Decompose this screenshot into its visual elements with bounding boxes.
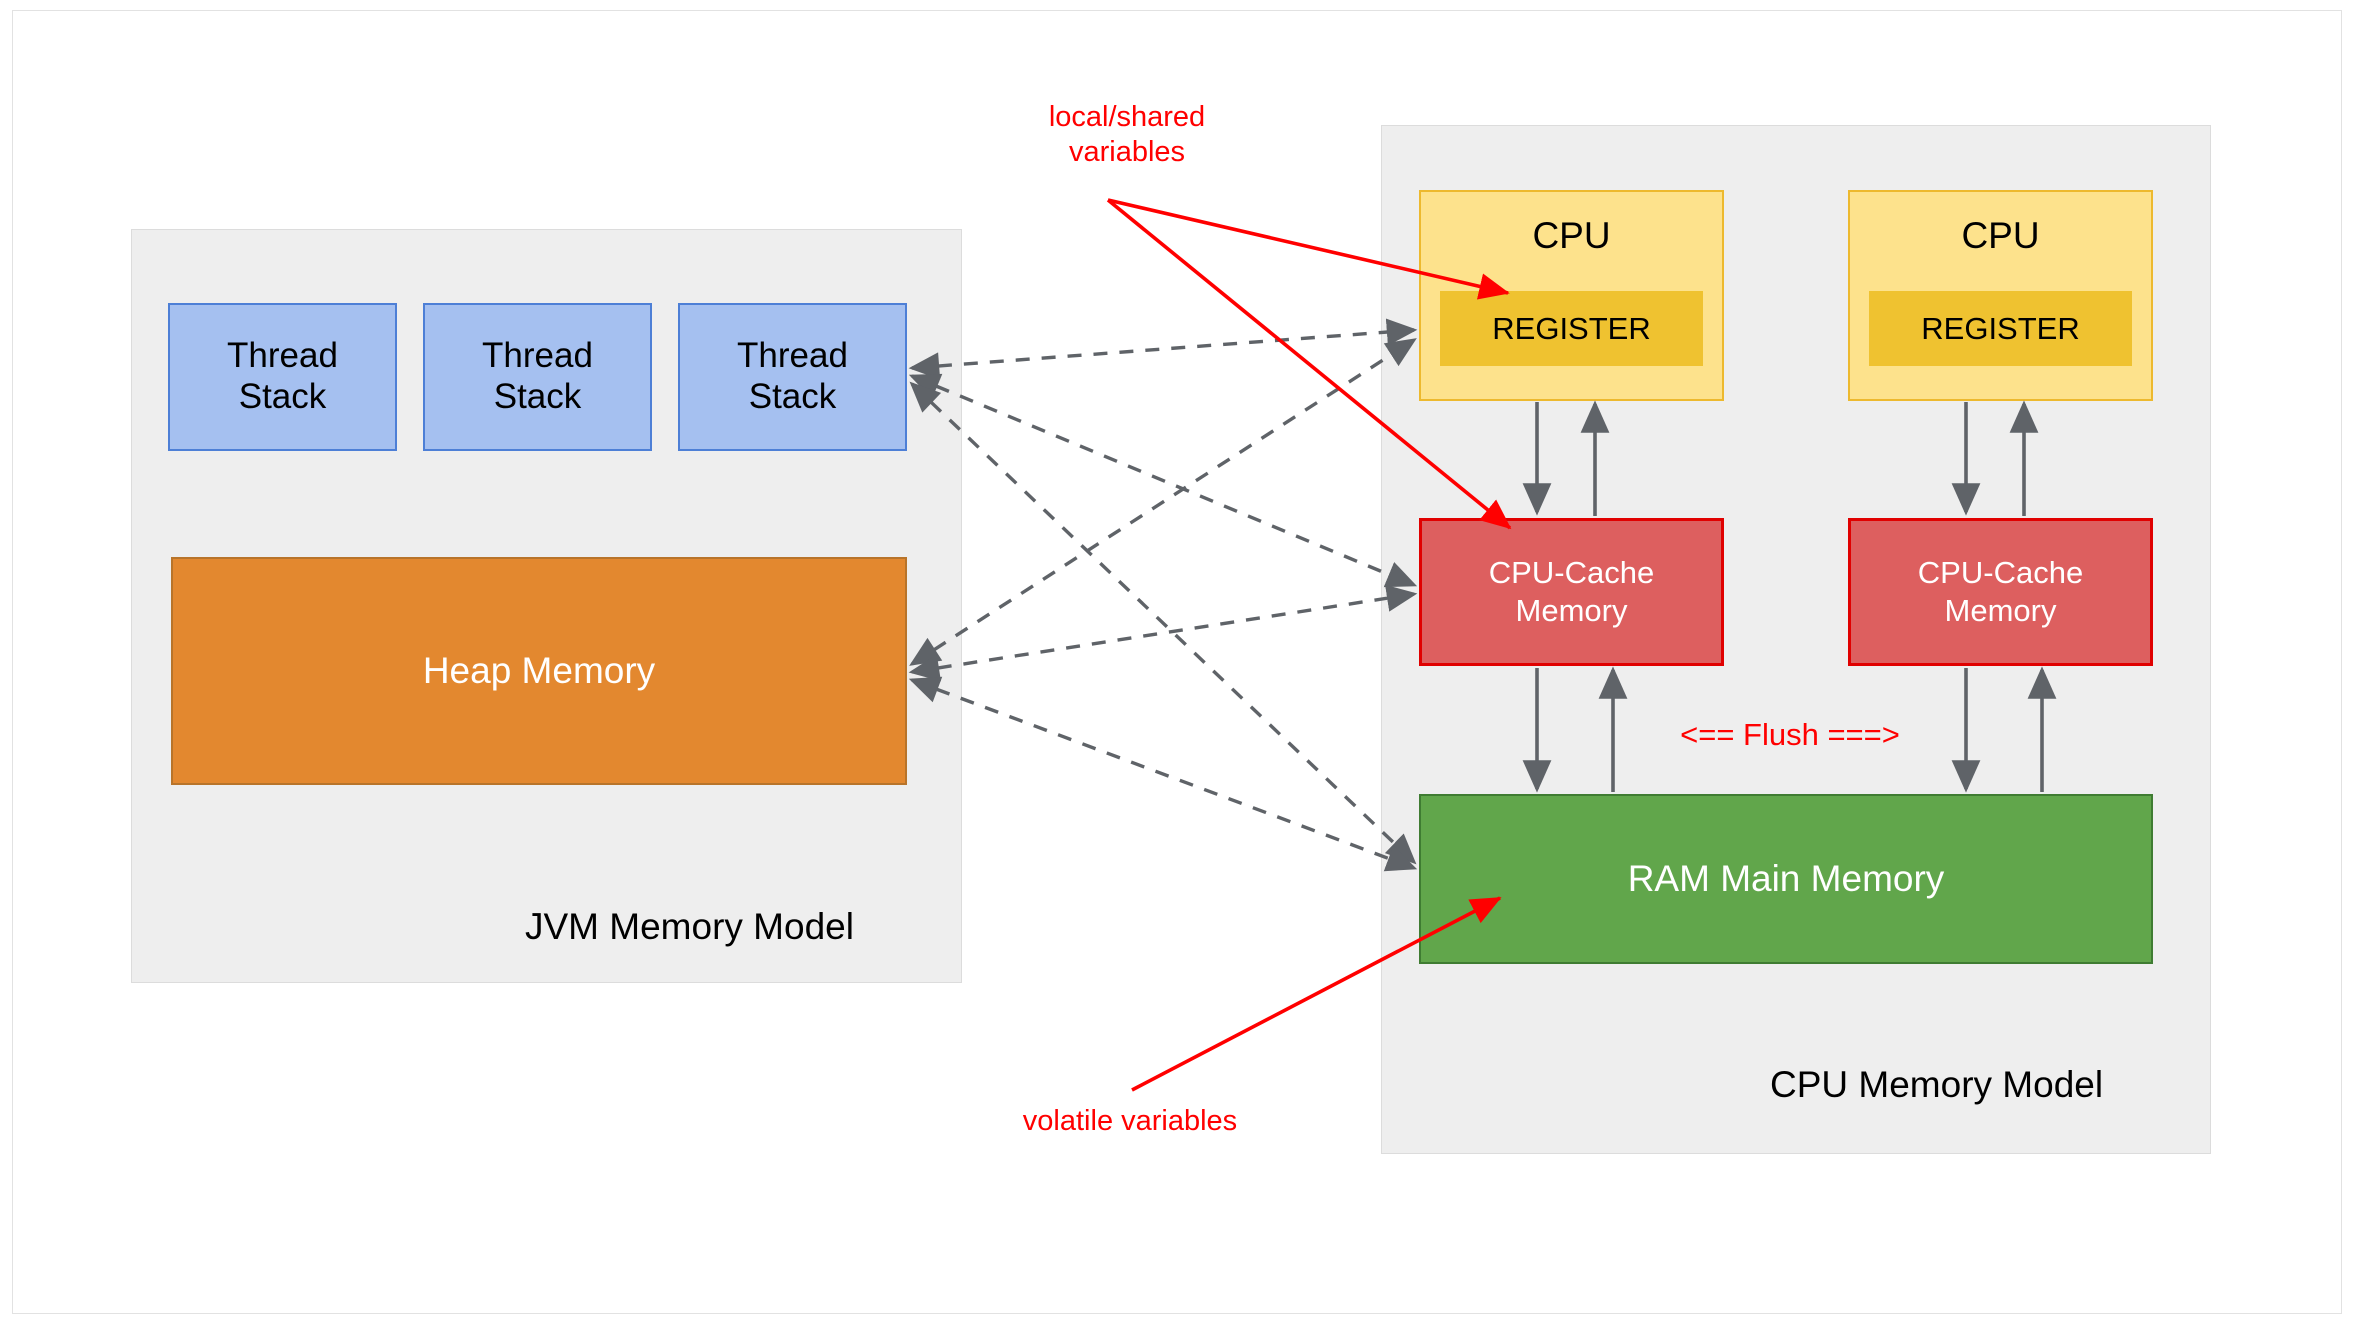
heap-memory-label: Heap Memory [422, 650, 656, 691]
volatile-variables-annotation: volatile variables [1022, 1105, 1238, 1137]
connector-heap-to-ram [908, 676, 1418, 872]
register-box-1[interactable]: REGISTER [1440, 291, 1703, 366]
jvm-panel-title: JVM Memory Model [525, 906, 854, 947]
ram-main-memory-box[interactable]: RAM Main Memory [1419, 794, 2153, 964]
connector-thread-to-register [908, 318, 1418, 380]
connector-heap-to-register [909, 338, 1417, 666]
register-box-2[interactable]: REGISTER [1869, 291, 2132, 366]
cpu-label-2: CPU [1961, 215, 2040, 256]
connector-thread-to-cache [908, 373, 1418, 588]
flush-label: <== Flush ===> [1680, 717, 1900, 752]
ram-main-memory-label: RAM Main Memory [1627, 858, 1945, 899]
connector-thread-to-ram [909, 381, 1417, 865]
heap-memory-box[interactable]: Heap Memory [171, 557, 907, 785]
register-label-1: REGISTER [1492, 310, 1651, 346]
local-shared-variables-annotation: local/shared variables [1048, 101, 1206, 168]
register-label-2: REGISTER [1921, 310, 2080, 346]
connector-heap-to-cache [908, 584, 1418, 682]
cpu-label-1: CPU [1532, 215, 1611, 256]
cpu-panel-title: CPU Memory Model [1770, 1064, 2104, 1105]
